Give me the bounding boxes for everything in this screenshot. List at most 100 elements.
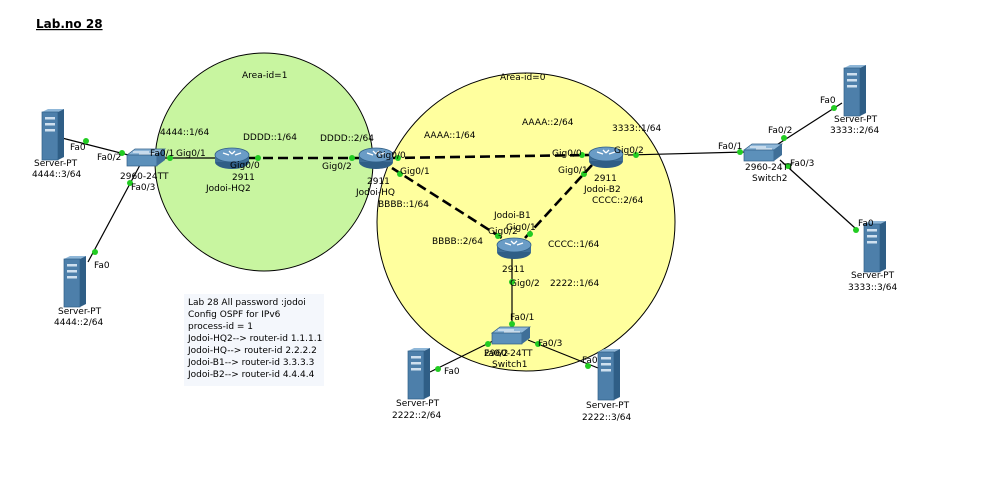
- router-jodoi-b2[interactable]: 2911 Jodoi-B2: [583, 146, 624, 195]
- port-label: Fa0/2: [768, 126, 792, 136]
- area-1-label: Area-id=1: [242, 71, 287, 81]
- port-label: Fa0/2: [97, 153, 121, 163]
- port-label: Fa0/2: [484, 349, 508, 359]
- note-line: Jodoi-B2--> router-id 4.4.4.4: [187, 370, 315, 380]
- address-label: DDDD::1/64: [243, 133, 297, 143]
- port-label: Gig0/0: [552, 149, 582, 159]
- link-switch2-server3333-3: [779, 159, 856, 229]
- device-model: 2960-24TT: [745, 163, 794, 173]
- server-icon: [597, 348, 621, 401]
- router-jodoi-b1[interactable]: Jodoi-B1 2911: [493, 211, 532, 275]
- switch-left[interactable]: 2960-24TT: [120, 148, 169, 182]
- device-address: 4444::3/64: [32, 170, 81, 180]
- device-label: Server-PT: [586, 401, 630, 411]
- note-line: Config OSPF for IPv6: [188, 310, 281, 320]
- switch-icon: [491, 326, 531, 345]
- port-label: Fa0/1: [718, 142, 742, 152]
- switch-icon: [743, 143, 783, 162]
- device-model: 2911: [232, 173, 255, 183]
- link-b2-switch2: [627, 151, 746, 156]
- port-label: Gig0/1: [176, 149, 206, 159]
- link-b2-b1: [524, 164, 593, 239]
- port-label: Fa0/3: [131, 183, 155, 193]
- address-label: BBBB::2/64: [432, 237, 483, 247]
- address-label: CCCC::1/64: [548, 240, 600, 250]
- area-0-label: Area-id=0: [500, 73, 546, 83]
- port-label: Gig0/1: [506, 223, 536, 233]
- port-label: Gig0/1: [558, 166, 588, 176]
- device-label: Server-PT: [834, 115, 878, 125]
- device-model: 2911: [367, 177, 390, 187]
- server-3333-3[interactable]: Server-PT 3333::3/64: [848, 220, 897, 293]
- device-label: Server-PT: [34, 159, 78, 169]
- note-line: process-id = 1: [188, 322, 253, 332]
- device-address: 3333::3/64: [848, 283, 897, 293]
- port-label: Gig0/1: [400, 167, 430, 177]
- device-model: 2911: [594, 174, 617, 184]
- device-label: Switch1: [492, 360, 527, 370]
- router-icon: [496, 237, 532, 260]
- server-4444-2[interactable]: Server-PT 4444::2/64: [54, 255, 103, 328]
- device-model: 2960-24TT: [484, 349, 533, 359]
- device-address: 2222::2/64: [392, 411, 441, 421]
- link-hq-b2: [389, 153, 591, 160]
- device-label: Server-PT: [851, 271, 895, 281]
- port-label: Fa0/1: [510, 313, 534, 323]
- device-model: 2911: [502, 265, 525, 275]
- address-label: BBBB::1/64: [378, 200, 429, 210]
- address-label: 4444::1/64: [160, 128, 209, 138]
- device-label: Jodoi-B1: [493, 211, 531, 221]
- port-label: Fa0: [444, 367, 460, 377]
- address-label: AAAA::2/64: [522, 118, 574, 128]
- port-labels: Fa0 Fa0/2 Fa0 Fa0/3 Fa0/1 Gig0/1 Gig0/0 …: [70, 96, 874, 377]
- port-label: Fa0: [820, 96, 836, 106]
- note-line: Jodoi-B1--> router-id 3.3.3.3: [187, 358, 314, 368]
- server-icon: [407, 347, 431, 400]
- device-address: 4444::2/64: [54, 318, 103, 328]
- note-line: Lab 28 All password :jodoi: [188, 298, 306, 308]
- device-label: Server-PT: [396, 399, 440, 409]
- config-note: Lab 28 All password :jodoi Config OSPF f…: [184, 294, 324, 386]
- port-label: Fa0/3: [538, 339, 562, 349]
- port-label: Gig0/2: [322, 162, 352, 172]
- port-label: Fa0: [582, 356, 598, 366]
- router-jodoi-hq2[interactable]: 2911 Jodoi-HQ2: [205, 147, 255, 194]
- server-2222-2[interactable]: Server-PT 2222::2/64: [392, 347, 441, 421]
- server-icon: [843, 64, 867, 117]
- port-label: Gig0/2: [510, 279, 540, 289]
- port-label: Gig0/2: [488, 227, 518, 237]
- device-label: Jodoi-HQ: [355, 188, 395, 198]
- port-label: Fa0/1: [150, 149, 174, 159]
- port-label: Fa0: [858, 219, 874, 229]
- link-switch1-server2222-2: [429, 339, 496, 373]
- port-label: Fa0/3: [790, 159, 814, 169]
- note-background: [184, 294, 324, 386]
- server-icon: [41, 108, 65, 161]
- device-label: Server-PT: [58, 307, 102, 317]
- switch1[interactable]: 2960-24TT Switch1: [484, 326, 533, 370]
- device-address: 2222::3/64: [582, 413, 631, 423]
- address-label: AAAA::1/64: [424, 131, 476, 141]
- port-label: Gig0/0: [230, 161, 260, 171]
- link-hq-b1: [391, 166, 506, 242]
- device-label: 2960-24TT: [120, 172, 169, 182]
- router-jodoi-hq[interactable]: 2911 Jodoi-HQ: [355, 147, 395, 198]
- page-title: Lab.no 28: [36, 17, 103, 31]
- port-label: Fa0: [70, 143, 86, 153]
- server-3333-2[interactable]: Server-PT 3333::2/64: [830, 64, 879, 136]
- server-4444-3[interactable]: Server-PT 4444::3/64: [32, 108, 81, 180]
- address-label: 3333::1/64: [612, 124, 661, 134]
- port-label: Fa0: [94, 261, 110, 271]
- device-address: 3333::2/64: [830, 126, 879, 136]
- port-dots: [83, 105, 859, 372]
- address-label: DDDD::2/64: [320, 134, 374, 144]
- note-line: Jodoi-HQ--> router-id 2.2.2.2: [187, 346, 317, 356]
- note-line: Jodoi-HQ2--> router-id 1.1.1.1: [187, 334, 322, 344]
- switch2[interactable]: 2960-24TT Switch2: [743, 143, 794, 184]
- device-label: Jodoi-HQ2: [205, 184, 251, 194]
- address-label: CCCC::2/64: [592, 196, 644, 206]
- device-label: Switch2: [752, 174, 787, 184]
- server-2222-3[interactable]: Server-PT 2222::3/64: [582, 348, 631, 423]
